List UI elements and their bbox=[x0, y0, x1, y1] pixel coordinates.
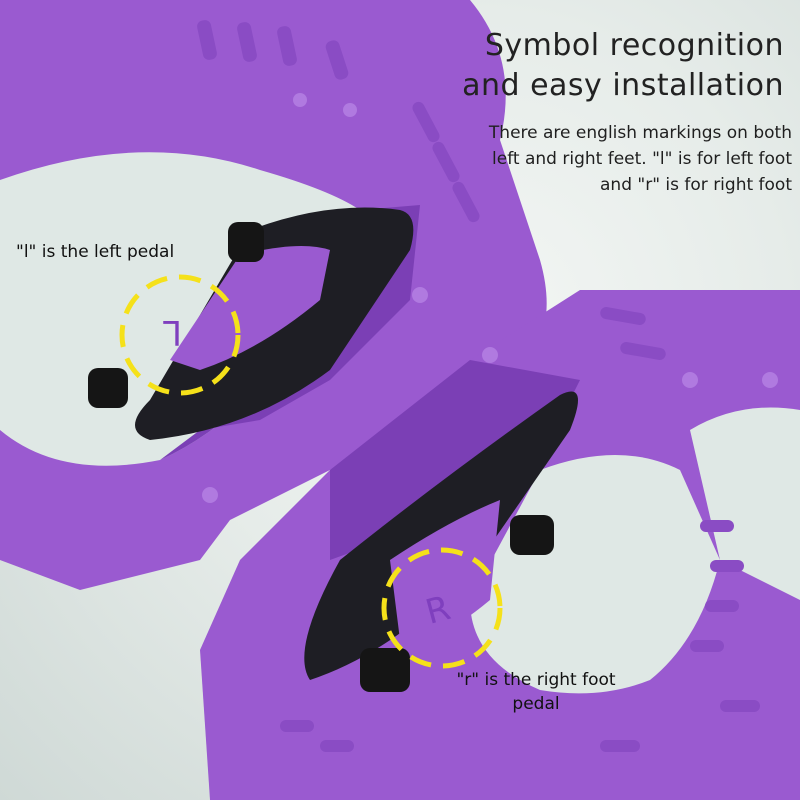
left-marking: L bbox=[163, 312, 182, 352]
right-pedal bbox=[200, 290, 800, 800]
left-pedal-callout: "l" is the left pedal bbox=[16, 242, 175, 262]
description: There are english markings on both left … bbox=[488, 123, 792, 195]
left-pedal bbox=[0, 0, 547, 590]
right-highlight-circle bbox=[381, 547, 503, 669]
heading-line-2: and easy installation bbox=[462, 68, 784, 103]
heading-line-1: Symbol recognition bbox=[484, 28, 784, 63]
left-highlight-circle bbox=[119, 274, 241, 396]
right-pedal-callout: "r" is the right foot pedal bbox=[456, 670, 616, 714]
heading: Symbol recognition and easy installation bbox=[462, 26, 784, 106]
